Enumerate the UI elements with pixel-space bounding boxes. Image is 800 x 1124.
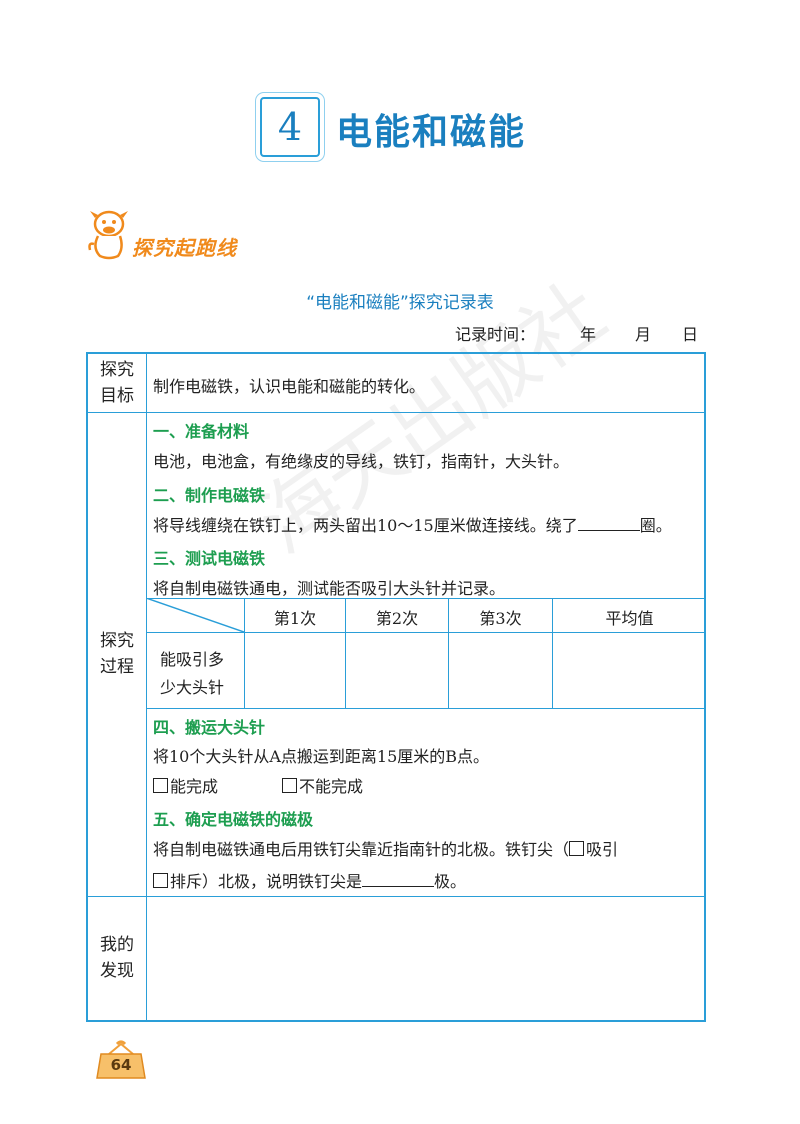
test-row-label-line1: 能吸引多 (160, 650, 225, 669)
test-table-col-divider (244, 598, 245, 708)
pole-blank[interactable] (362, 872, 435, 887)
table-divider (146, 352, 147, 1022)
goal-text: 制作电磁铁，认识电能和磁能的转化。 (153, 377, 426, 396)
record-time-day: 日 (682, 325, 699, 344)
cow-mascot-icon (88, 210, 128, 260)
test-table-col-divider (448, 598, 449, 708)
can-complete-checkbox[interactable] (153, 778, 168, 793)
record-table (86, 352, 706, 1022)
page-number: 64 (110, 1056, 132, 1074)
coil-turns-blank[interactable] (577, 516, 640, 531)
test-header-1: 第1次 (273, 609, 317, 628)
test-table-col-divider (552, 598, 553, 708)
row-divider (86, 412, 706, 413)
chapter-number-box: 4 (260, 97, 320, 157)
test-table-top (146, 598, 706, 599)
section-5-text-c: 极。 (434, 872, 467, 891)
table-title: “电能和磁能”探究记录表 (306, 293, 494, 313)
record-time-month: 月 (635, 325, 652, 344)
explore-label: 探究起跑线 (132, 236, 237, 260)
section-2-text: 将导线缠绕在铁钉上，两头留出10～15厘米做连接线。绕了 圈。 (153, 512, 672, 536)
chapter-title: 电能和磁能 (336, 112, 527, 153)
finding-head-line2: 发现 (100, 961, 134, 981)
section-5-text-a: 将自制电磁铁通电后用铁钉尖靠近指南针的北极。铁钉尖（ (153, 840, 570, 859)
section-4-text: 将10个大头针从A点搬运到距离15厘米的B点。 (153, 747, 490, 766)
record-time: 记录时间： 年 月 日 (455, 321, 698, 345)
test-table-diagonal (146, 598, 244, 632)
finding-row-head: 我的 发现 (88, 932, 146, 984)
test-header-3: 第3次 (479, 609, 522, 628)
goal-row-head: 探究 目标 (88, 357, 146, 409)
section-2-title: 二、制作电磁铁 (153, 486, 266, 505)
section-2-text-a: 将导线缠绕在铁钉上，两头留出10～15厘米做连接线。绕了 (153, 516, 578, 535)
row-divider (86, 896, 706, 897)
repel-checkbox[interactable] (153, 873, 168, 888)
goal-head-line1: 探究 (100, 360, 134, 380)
section-4-options: 能完成 不能完成 (153, 773, 363, 797)
process-head-line1: 探究 (100, 631, 134, 651)
test-table-bottom (146, 708, 706, 709)
repel-label: 排斥 (170, 872, 203, 891)
finding-head-line1: 我的 (100, 935, 134, 955)
section-2-text-b: 圈。 (639, 516, 672, 535)
page-badge-icon (96, 1040, 146, 1079)
section-5-title: 五、确定电磁铁的磁极 (153, 810, 314, 829)
process-head-line2: 过程 (100, 657, 134, 677)
cannot-complete-label: 不能完成 (299, 777, 364, 796)
goal-head-line2: 目标 (100, 386, 134, 406)
chapter-number: 4 (277, 105, 303, 149)
record-time-year: 年 (580, 325, 597, 344)
section-5-text-line2: 排斥）北极，说明铁钉尖是 极。 (153, 868, 466, 892)
process-row-head: 探究 过程 (88, 628, 146, 680)
test-table-header-divider (146, 632, 706, 633)
cannot-complete-checkbox[interactable] (282, 778, 297, 793)
section-5-text-b: ）北极，说明铁钉尖是 (202, 872, 363, 891)
section-3-text: 将自制电磁铁通电，测试能否吸引大头针并记录。 (153, 579, 506, 598)
section-5-text-line1: 将自制电磁铁通电后用铁钉尖靠近指南针的北极。铁钉尖（ 吸引 (153, 836, 618, 860)
section-3-title: 三、测试电磁铁 (153, 549, 266, 568)
test-header-average: 平均值 (605, 609, 654, 628)
test-header-2: 第2次 (375, 609, 419, 628)
record-time-label: 记录时间： (455, 325, 536, 344)
attract-label: 吸引 (586, 840, 619, 859)
section-1-text: 电池，电池盒，有绝缘皮的导线，铁钉，指南针，大头针。 (153, 452, 570, 471)
test-row-label: 能吸引多 少大头针 (160, 646, 224, 702)
test-row-label-line2: 少大头针 (160, 678, 225, 697)
section-4-title: 四、搬运大头针 (153, 718, 266, 737)
finding-area[interactable] (153, 905, 698, 1015)
section-1-title: 一、准备材料 (153, 422, 250, 441)
test-table-col-divider (345, 598, 346, 708)
attract-checkbox[interactable] (569, 841, 585, 856)
can-complete-label: 能完成 (170, 777, 219, 796)
